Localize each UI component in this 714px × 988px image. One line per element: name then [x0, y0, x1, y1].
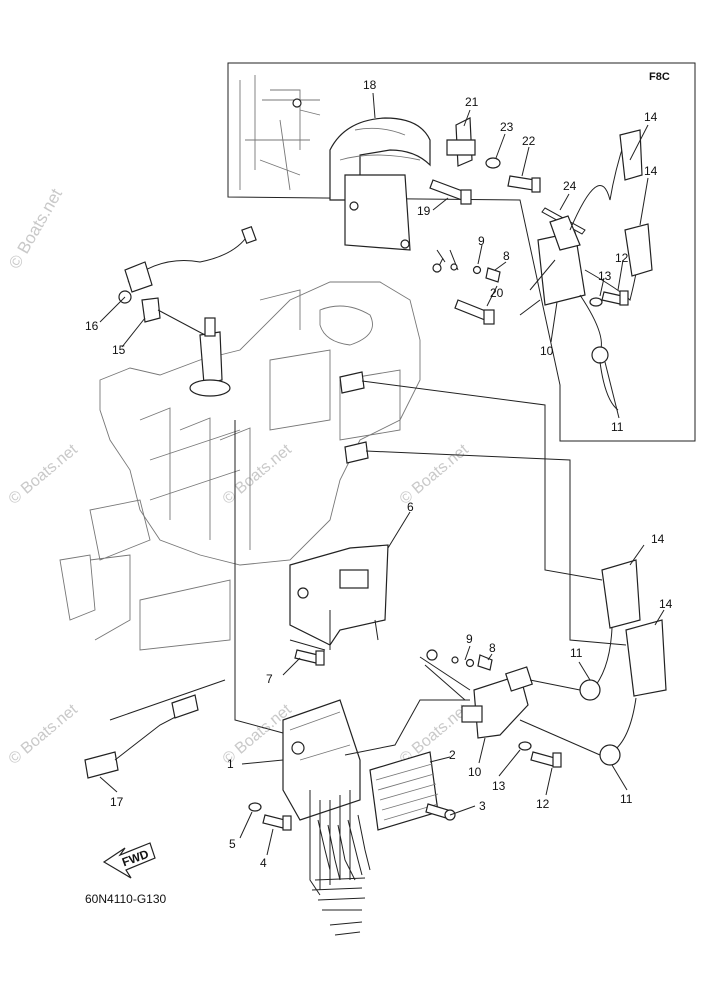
callout-8-inset: 8 [503, 249, 510, 263]
watermarks: © Boats.net © Boats.net © Boats.net © Bo… [5, 185, 472, 768]
screw-3 [425, 803, 456, 821]
callout-13-inset: 13 [598, 269, 612, 283]
bracket-18 [329, 117, 431, 251]
callout-23-inset: 23 [500, 120, 514, 134]
fwd-indicator: FWD [102, 842, 156, 879]
main-callouts: 16 15 6 7 14 14 11 9 8 1 2 3 10 13 12 11… [85, 319, 673, 870]
callout-12: 12 [536, 797, 550, 811]
main-plug-caps [519, 559, 667, 766]
callout-11-a: 11 [570, 646, 583, 660]
callout-13: 13 [492, 779, 506, 793]
callout-3: 3 [479, 799, 486, 813]
inset-washer-13 [589, 297, 603, 307]
main-bolt-12 [530, 751, 562, 768]
diagram-code: 60N4110-G130 [85, 892, 166, 906]
callout-7: 7 [266, 672, 273, 686]
callout-5: 5 [229, 837, 236, 851]
callout-2: 2 [449, 748, 456, 762]
callout-14-a: 14 [651, 532, 665, 546]
callout-1: 1 [227, 757, 234, 771]
tie-24 [541, 207, 586, 235]
watermark-mid-left: © Boats.net [6, 441, 82, 508]
watermark-center: © Boats.net [220, 441, 296, 508]
bolt-4 [262, 814, 292, 831]
main-ignition-coil [461, 666, 533, 739]
inset-border [227, 62, 696, 442]
washer-5 [248, 802, 262, 812]
wiring-harness [311, 814, 371, 936]
bolt-19 [429, 179, 472, 205]
callout-4: 4 [260, 856, 267, 870]
bolt-20 [454, 299, 495, 325]
watermark-left: © Boats.net [5, 185, 66, 272]
callout-8: 8 [489, 641, 496, 655]
callout-6: 6 [407, 500, 414, 514]
callout-11-b: 11 [620, 792, 633, 806]
cdi-unit [282, 699, 470, 896]
washer-23 [485, 157, 501, 169]
bracket-6 [289, 544, 389, 650]
callout-9: 9 [466, 632, 473, 646]
inset-leaders [372, 92, 649, 419]
callout-21-inset: 21 [465, 95, 479, 109]
callout-9-inset: 9 [478, 234, 485, 248]
callout-24-inset: 24 [563, 179, 577, 193]
callout-10: 10 [468, 765, 482, 779]
clamp-21 [446, 117, 476, 167]
callout-10-inset: 10 [540, 344, 554, 358]
bolt-22 [507, 175, 541, 193]
callout-22-inset: 22 [522, 134, 536, 148]
inset-cables [569, 129, 653, 411]
callout-14-inset-b: 14 [644, 164, 658, 178]
callout-16: 16 [85, 319, 99, 333]
engine-block [59, 281, 421, 651]
callout-14-b: 14 [659, 597, 673, 611]
watermark-bottom-left: © Boats.net [6, 701, 82, 768]
inset-terminals [432, 249, 501, 283]
main-leaders [99, 296, 665, 856]
inset-f8c: F8C [227, 62, 696, 442]
callout-15: 15 [112, 343, 126, 357]
inset-bolt-12 [601, 290, 629, 306]
inset-engine-fragment [239, 75, 321, 191]
bolt-7 [294, 649, 325, 666]
watermark-bottom-right: © Boats.net [397, 701, 473, 768]
callout-11-inset: 11 [611, 420, 624, 434]
inset-ignition-coil [519, 215, 586, 316]
sensor-17 [84, 694, 199, 779]
watermark-right: © Boats.net [397, 441, 473, 508]
callout-20-inset: 20 [490, 286, 504, 300]
callout-19-inset: 19 [417, 204, 431, 218]
routing-lines [109, 380, 627, 734]
callout-12-inset: 12 [615, 251, 629, 265]
main-washer-13 [518, 741, 532, 751]
terminal-block [369, 751, 439, 831]
callout-18-inset: 18 [363, 78, 377, 92]
callout-17: 17 [110, 795, 124, 809]
inset-code: F8C [649, 71, 670, 83]
thermo-sensor-assembly [118, 225, 257, 336]
callout-14-inset-a: 14 [644, 110, 658, 124]
